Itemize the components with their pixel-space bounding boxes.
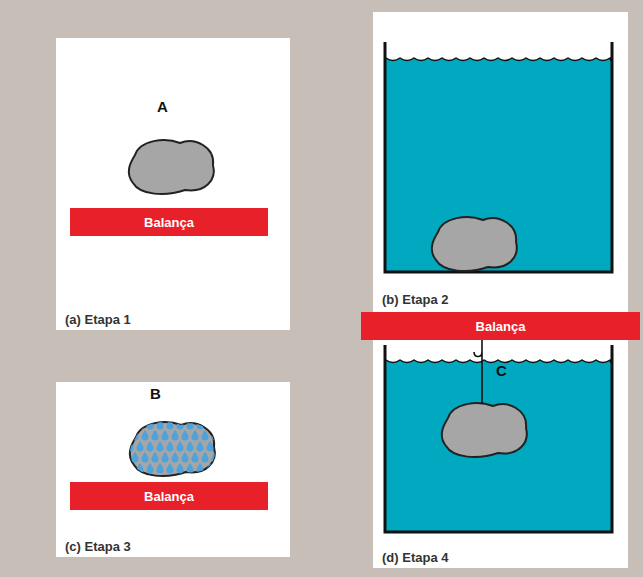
beaker: [385, 42, 612, 272]
step-caption: (c) Etapa 3: [65, 539, 131, 554]
water-drop: [177, 441, 184, 452]
water-drop: [182, 452, 189, 463]
water-drop: [167, 441, 174, 452]
water-drop: [202, 430, 209, 441]
water-drop: [127, 463, 134, 474]
water-body: [386, 58, 611, 271]
water-drop: [207, 463, 214, 474]
water-drop: [177, 463, 184, 474]
water-drop: [187, 441, 194, 452]
water-drop: [157, 419, 164, 430]
stone: [442, 403, 527, 457]
water-drop: [157, 441, 164, 452]
water-drop: [137, 463, 144, 474]
water-drop: [197, 463, 204, 474]
water-drop: [202, 452, 209, 463]
panel-ground: [56, 382, 290, 557]
water-surface: [386, 58, 611, 61]
water-drop: [167, 419, 174, 430]
water-drop: [162, 430, 169, 441]
water-drop: [187, 419, 194, 430]
hook-string: [474, 340, 482, 404]
water-drop: [137, 441, 144, 452]
stone: [129, 140, 214, 194]
water-drop: [177, 419, 184, 430]
water-drop: [152, 430, 159, 441]
water-drop: [167, 463, 174, 474]
object-label: C: [496, 362, 507, 379]
scale-bar: Balança: [361, 312, 640, 340]
step-panel: (a) Etapa 1 Balança: [56, 38, 290, 330]
wet-stone: [130, 422, 215, 476]
water-drop: [152, 452, 159, 463]
beaker: [385, 345, 612, 532]
water-drop: [197, 441, 204, 452]
water-drop: [132, 452, 139, 463]
water-drop: [127, 441, 134, 452]
water-drop: [132, 430, 139, 441]
water-drop: [147, 441, 154, 452]
water-drop: [207, 441, 214, 452]
water-drop: [212, 452, 219, 463]
water-drop: [207, 419, 214, 430]
scale-label: Balança: [144, 489, 194, 504]
water-drop: [147, 463, 154, 474]
water: [386, 58, 611, 271]
water-drop: [187, 463, 194, 474]
water-drop: [142, 430, 149, 441]
panel-ground: [56, 38, 290, 330]
water-drop: [182, 430, 189, 441]
water-drop: [137, 419, 144, 430]
scale-label: Balança: [476, 319, 526, 334]
step-caption: (d) Etapa 4: [382, 550, 448, 565]
water: [386, 360, 611, 531]
water-drop: [157, 463, 164, 474]
water-drops: [127, 419, 219, 474]
panel-ground: [373, 300, 628, 568]
water-drop: [147, 419, 154, 430]
water-drop: [197, 419, 204, 430]
water-drop: [192, 430, 199, 441]
scale-bar: Balança: [70, 208, 268, 236]
water-drop: [172, 452, 179, 463]
step-panel: (b) Etapa 2: [373, 12, 628, 310]
water-body: [386, 360, 611, 531]
panel-ground: [373, 12, 628, 310]
object-label: B: [150, 385, 161, 402]
step-panel: (c) Etapa 3 Balança: [56, 382, 290, 557]
step-panel: (d) Etapa 4 Balança: [373, 300, 628, 568]
scale-bar: Balança: [70, 482, 268, 510]
water-drop: [127, 419, 134, 430]
water-drop: [162, 452, 169, 463]
step-caption: (b) Etapa 2: [382, 292, 448, 307]
object-label: A: [157, 98, 168, 115]
water-drop: [142, 452, 149, 463]
water-drop: [212, 430, 219, 441]
step-caption: (a) Etapa 1: [65, 312, 131, 327]
water-drop: [192, 452, 199, 463]
water-drop: [172, 430, 179, 441]
scale-label: Balança: [144, 215, 194, 230]
stone: [432, 217, 517, 271]
